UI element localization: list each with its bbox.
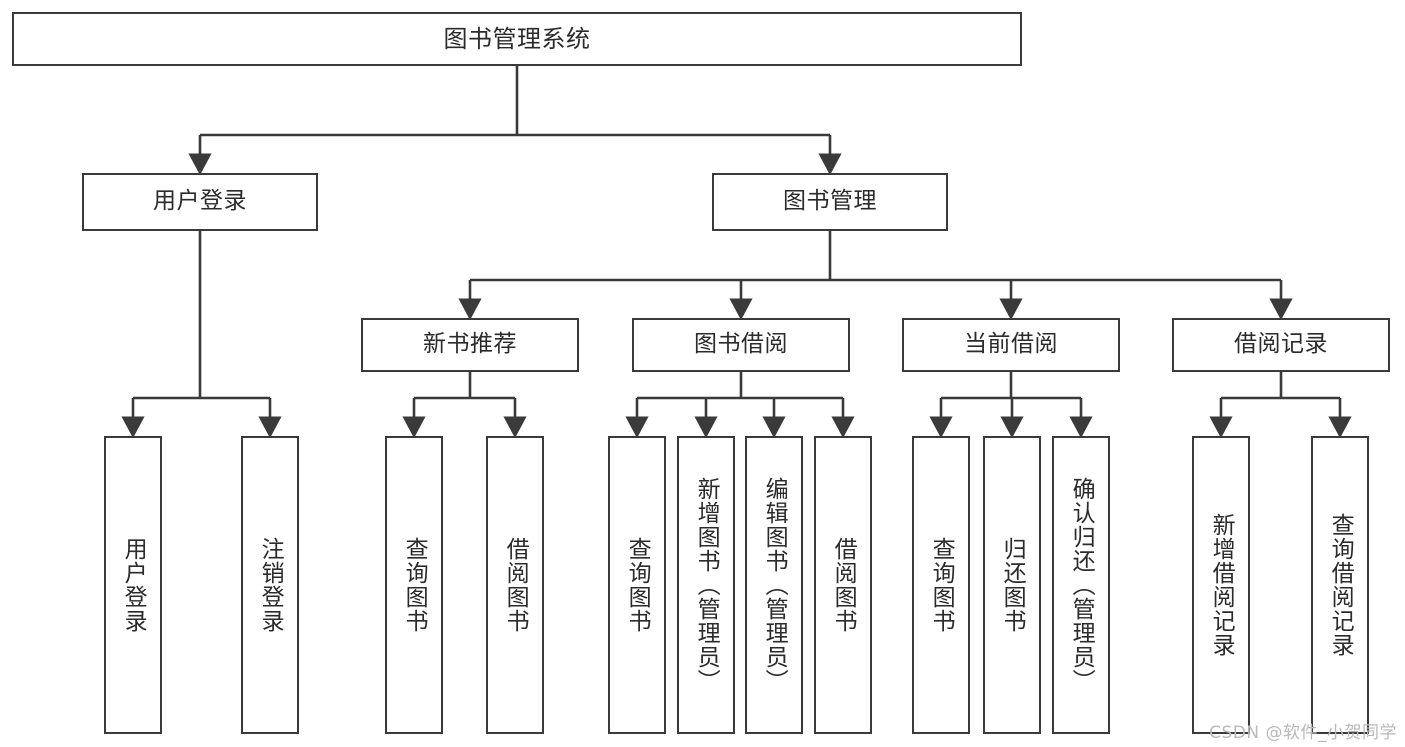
leaf-node[interactable]: 确认归还（管理员） — [1052, 436, 1110, 734]
leaf-node[interactable]: 新增图书（管理员） — [677, 436, 735, 734]
root-node[interactable]: 图书管理系统 — [12, 12, 1022, 66]
branch-node[interactable]: 当前借阅 — [902, 318, 1120, 372]
node-label: 新增图书（管理员） — [693, 477, 720, 693]
leaf-node[interactable]: 查询图书 — [385, 436, 443, 734]
node-label: 新书推荐 — [423, 331, 517, 358]
node-label: 新增借阅记录 — [1208, 513, 1235, 657]
node-label: 注销登录 — [257, 537, 284, 633]
node-label: 查询图书 — [624, 537, 651, 633]
node-label: 图书管理系统 — [443, 24, 591, 53]
branch-node[interactable]: 用户登录 — [82, 173, 318, 231]
leaf-node[interactable]: 借阅图书 — [814, 436, 872, 734]
node-label: 确认归还（管理员） — [1068, 477, 1095, 693]
branch-node[interactable]: 新书推荐 — [361, 318, 579, 372]
leaf-node[interactable]: 编辑图书（管理员） — [745, 436, 803, 734]
node-label: 用户登录 — [120, 537, 147, 633]
branch-node[interactable]: 借阅记录 — [1172, 318, 1390, 372]
watermark-label: CSDN @软件_小贺同学 — [1209, 723, 1397, 743]
node-label: 编辑图书（管理员） — [761, 477, 788, 693]
node-label: 借阅图书 — [502, 537, 529, 633]
leaf-node[interactable]: 借阅图书 — [486, 436, 544, 734]
leaf-node[interactable]: 查询图书 — [912, 436, 970, 734]
node-label: 图书管理 — [783, 188, 877, 215]
node-label: 查询图书 — [928, 537, 955, 633]
node-label: 图书借阅 — [694, 331, 788, 358]
node-label: 借阅记录 — [1234, 331, 1328, 358]
node-label: 借阅图书 — [830, 537, 857, 633]
node-label: 当前借阅 — [964, 331, 1058, 358]
branch-node[interactable]: 图书管理 — [712, 173, 948, 231]
leaf-node[interactable]: 注销登录 — [241, 436, 299, 734]
node-label: 用户登录 — [153, 188, 247, 215]
branch-node[interactable]: 图书借阅 — [632, 318, 850, 372]
leaf-node[interactable]: 新增借阅记录 — [1192, 436, 1250, 734]
leaf-node[interactable]: 查询图书 — [608, 436, 666, 734]
leaf-node[interactable]: 归还图书 — [983, 436, 1041, 734]
leaf-node[interactable]: 查询借阅记录 — [1311, 436, 1369, 734]
node-label: 归还图书 — [999, 537, 1026, 633]
leaf-node[interactable]: 用户登录 — [104, 436, 162, 734]
node-label: 查询借阅记录 — [1327, 513, 1354, 657]
node-label: 查询图书 — [401, 537, 428, 633]
